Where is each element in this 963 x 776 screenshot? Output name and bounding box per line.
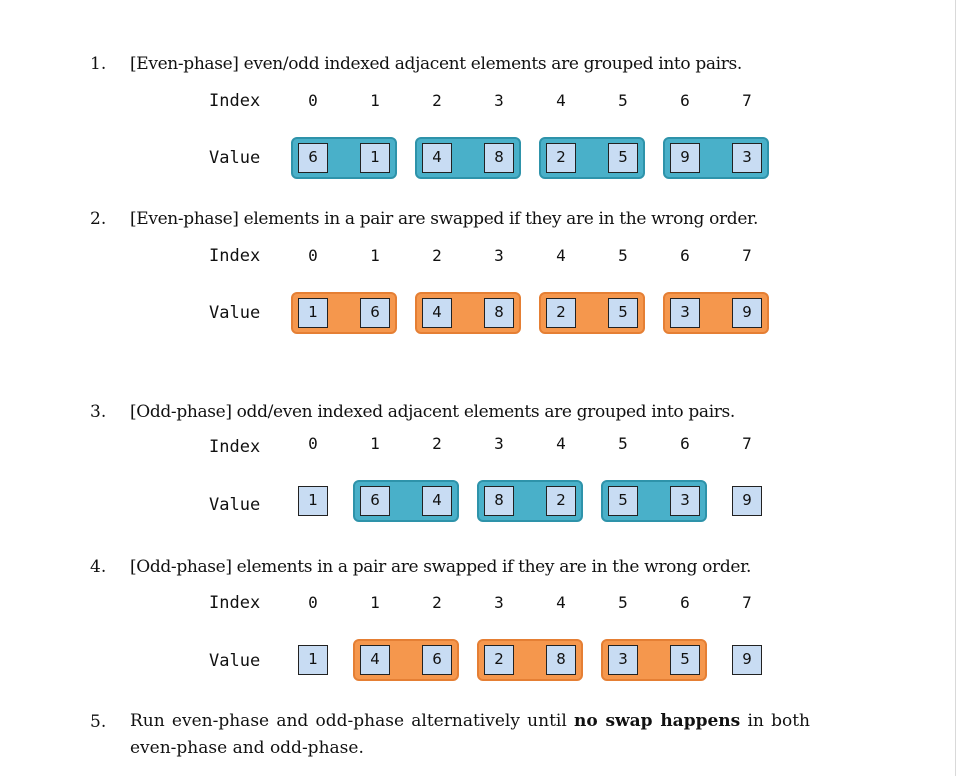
index-label: 7 xyxy=(742,91,752,110)
index-label: 4 xyxy=(556,246,566,265)
value-cell: 4 xyxy=(422,298,452,328)
index-label: 1 xyxy=(370,91,380,110)
index-label: 3 xyxy=(494,593,504,612)
step-3-value-label: Value xyxy=(209,495,261,515)
index-label: 7 xyxy=(742,434,752,453)
index-label: 2 xyxy=(432,434,442,453)
index-label: 4 xyxy=(556,91,566,110)
value-cell: 1 xyxy=(298,486,328,516)
index-label: 0 xyxy=(308,593,318,612)
step-2-value-label: Value xyxy=(209,303,261,323)
value-cell: 9 xyxy=(732,298,762,328)
step-3-text: [Odd-phase] odd/even indexed adjacent el… xyxy=(130,402,735,422)
index-label: 0 xyxy=(308,246,318,265)
step-3-index-label: Index xyxy=(209,437,261,457)
index-label: 2 xyxy=(432,91,442,110)
value-cell: 6 xyxy=(422,645,452,675)
index-label: 2 xyxy=(432,246,442,265)
value-cell: 2 xyxy=(484,645,514,675)
value-cell: 9 xyxy=(732,645,762,675)
value-cell: 4 xyxy=(360,645,390,675)
index-label: 3 xyxy=(494,91,504,110)
index-label: 5 xyxy=(618,593,628,612)
index-label: 3 xyxy=(494,246,504,265)
index-label: 6 xyxy=(680,91,690,110)
index-label: 4 xyxy=(556,593,566,612)
step-5-text-after: in both even-phase and odd-phase. xyxy=(130,711,810,758)
value-cell: 9 xyxy=(670,143,700,173)
index-label: 2 xyxy=(432,593,442,612)
value-cell: 4 xyxy=(422,143,452,173)
step-1-value-label: Value xyxy=(209,148,261,168)
step-2-index-label: Index xyxy=(209,246,261,266)
value-cell: 5 xyxy=(608,298,638,328)
index-label: 1 xyxy=(370,593,380,612)
index-label: 6 xyxy=(680,246,690,265)
value-cell: 8 xyxy=(484,486,514,516)
value-cell: 8 xyxy=(484,298,514,328)
value-cell: 8 xyxy=(484,143,514,173)
step-5-number: 5. xyxy=(90,712,107,732)
index-label: 0 xyxy=(308,434,318,453)
step-2-text: [Even-phase] elements in a pair are swap… xyxy=(130,209,759,229)
index-label: 1 xyxy=(370,434,380,453)
value-cell: 3 xyxy=(670,486,700,516)
value-cell: 2 xyxy=(546,298,576,328)
step-5-text: Run even-phase and odd-phase alternative… xyxy=(130,708,810,762)
step-1-text: [Even-phase] even/odd indexed adjacent e… xyxy=(130,54,742,74)
value-cell: 5 xyxy=(608,143,638,173)
index-label: 6 xyxy=(680,434,690,453)
index-label: 6 xyxy=(680,593,690,612)
step-1-index-label: Index xyxy=(209,91,261,111)
index-label: 1 xyxy=(370,246,380,265)
step-4-number: 4. xyxy=(90,557,107,577)
index-label: 0 xyxy=(308,91,318,110)
value-cell: 3 xyxy=(608,645,638,675)
value-cell: 6 xyxy=(360,298,390,328)
value-cell: 3 xyxy=(732,143,762,173)
value-cell: 2 xyxy=(546,143,576,173)
step-4-value-label: Value xyxy=(209,651,261,671)
step-3-number: 3. xyxy=(90,402,107,422)
step-4-index-label: Index xyxy=(209,593,261,613)
value-cell: 4 xyxy=(422,486,452,516)
value-cell: 1 xyxy=(298,298,328,328)
value-cell: 9 xyxy=(732,486,762,516)
step-5-text-before: Run even-phase and odd-phase alternative… xyxy=(130,711,575,731)
value-cell: 1 xyxy=(360,143,390,173)
index-label: 7 xyxy=(742,593,752,612)
page-edge-divider xyxy=(955,0,956,776)
step-5-text-bold: no swap happens xyxy=(574,711,741,731)
value-cell: 5 xyxy=(608,486,638,516)
value-cell: 8 xyxy=(546,645,576,675)
index-label: 7 xyxy=(742,246,752,265)
index-label: 3 xyxy=(494,434,504,453)
value-cell: 2 xyxy=(546,486,576,516)
index-label: 4 xyxy=(556,434,566,453)
value-cell: 5 xyxy=(670,645,700,675)
value-cell: 6 xyxy=(360,486,390,516)
step-1-number: 1. xyxy=(90,54,107,74)
index-label: 5 xyxy=(618,91,628,110)
value-cell: 3 xyxy=(670,298,700,328)
index-label: 5 xyxy=(618,434,628,453)
step-4-text: [Odd-phase] elements in a pair are swapp… xyxy=(130,557,752,577)
value-cell: 6 xyxy=(298,143,328,173)
value-cell: 1 xyxy=(298,645,328,675)
index-label: 5 xyxy=(618,246,628,265)
step-2-number: 2. xyxy=(90,209,107,229)
